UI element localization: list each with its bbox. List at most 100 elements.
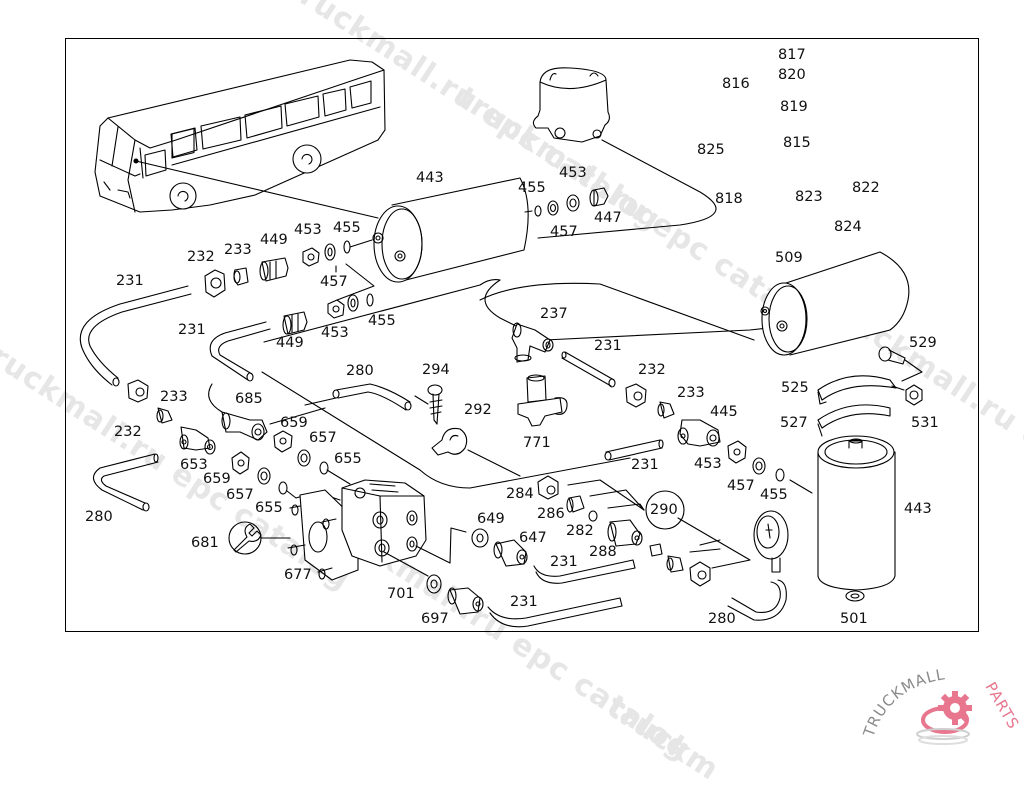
part-number-232[interactable]: 232 — [114, 424, 142, 440]
air-tank-upper — [372, 177, 533, 283]
part-number-231[interactable]: 231 — [550, 554, 578, 570]
gear-icon — [916, 691, 972, 745]
fitting-647 — [493, 539, 528, 567]
part-number-455[interactable]: 455 — [333, 220, 361, 236]
air-tank-lower — [817, 435, 896, 602]
pipe-line — [479, 282, 755, 341]
fittings-447-group — [534, 187, 609, 217]
part-number-697[interactable]: 697 — [421, 611, 449, 627]
part-number-231[interactable]: 231 — [178, 322, 206, 338]
part-number-233[interactable]: 233 — [677, 385, 705, 401]
part-number-815[interactable]: 815 — [783, 135, 811, 151]
part-number-659[interactable]: 659 — [203, 471, 231, 487]
part-number-457[interactable]: 457 — [320, 274, 348, 290]
fittings-449-row-upper — [204, 239, 373, 298]
fittings-449-row-lower — [282, 293, 374, 335]
part-number-529[interactable]: 529 — [909, 335, 937, 351]
part-number-822[interactable]: 822 — [852, 180, 880, 196]
part-number-280[interactable]: 280 — [708, 611, 736, 627]
drain-valve-771 — [517, 374, 568, 427]
part-number-233[interactable]: 233 — [160, 389, 188, 405]
pipe-line — [263, 279, 501, 343]
part-number-525[interactable]: 525 — [781, 380, 809, 396]
pipe-line — [484, 279, 517, 327]
part-number-531[interactable]: 531 — [911, 415, 939, 431]
part-number-817[interactable]: 817 — [778, 47, 806, 63]
part-number-231[interactable]: 231 — [594, 338, 622, 354]
part-number-818[interactable]: 818 — [715, 191, 743, 207]
leader-line — [336, 263, 375, 301]
part-number-527[interactable]: 527 — [780, 415, 808, 431]
strap-527 — [817, 404, 891, 437]
part-number-655[interactable]: 655 — [255, 500, 283, 516]
leader-line — [135, 160, 379, 219]
part-number-816[interactable]: 816 — [722, 76, 750, 92]
part-number-453[interactable]: 453 — [321, 325, 349, 341]
part-number-231[interactable]: 231 — [510, 594, 538, 610]
part-number-653[interactable]: 653 — [180, 457, 208, 473]
part-number-231[interactable]: 231 — [631, 457, 659, 473]
part-number-681[interactable]: 681 — [191, 535, 219, 551]
part-number-819[interactable]: 819 — [780, 99, 808, 115]
part-number-453[interactable]: 453 — [294, 222, 322, 238]
leader-line — [304, 397, 337, 406]
part-number-657[interactable]: 657 — [226, 487, 254, 503]
part-number-677[interactable]: 677 — [284, 567, 312, 583]
strap-525 — [817, 375, 905, 405]
part-number-231[interactable]: 231 — [116, 273, 144, 289]
part-number-825[interactable]: 825 — [697, 142, 725, 158]
part-number-447[interactable]: 447 — [594, 210, 622, 226]
fitting-697 — [447, 587, 484, 615]
part-number-701[interactable]: 701 — [387, 586, 415, 602]
part-number-445[interactable]: 445 — [710, 404, 738, 420]
part-number-659[interactable]: 659 — [280, 415, 308, 431]
part-number-290[interactable]: 290 — [650, 502, 678, 518]
washer-701 — [426, 574, 442, 594]
pressure-gauge — [727, 510, 789, 621]
part-number-509[interactable]: 509 — [775, 250, 803, 266]
part-number-280[interactable]: 280 — [85, 509, 113, 525]
part-number-443[interactable]: 443 — [904, 501, 932, 517]
part-number-449[interactable]: 449 — [260, 232, 288, 248]
wrench-symbol-681 — [228, 521, 291, 555]
part-number-457[interactable]: 457 — [727, 478, 755, 494]
part-number-237[interactable]: 237 — [540, 306, 568, 322]
part-number-286[interactable]: 286 — [537, 506, 565, 522]
logo-word-parts: PARTS — [982, 679, 1023, 732]
bus-illustration — [94, 59, 386, 213]
part-number-453[interactable]: 453 — [559, 165, 587, 181]
part-number-457[interactable]: 457 — [550, 224, 578, 240]
fittings-445-row — [625, 383, 813, 494]
part-number-685[interactable]: 685 — [235, 391, 263, 407]
part-number-280[interactable]: 280 — [346, 363, 374, 379]
part-number-453[interactable]: 453 — [694, 456, 722, 472]
part-number-294[interactable]: 294 — [422, 362, 450, 378]
part-number-282[interactable]: 282 — [566, 523, 594, 539]
part-number-771[interactable]: 771 — [523, 435, 551, 451]
part-number-655[interactable]: 655 — [334, 451, 362, 467]
part-number-232[interactable]: 232 — [187, 249, 215, 265]
part-number-449[interactable]: 449 — [276, 335, 304, 351]
clip-292 — [414, 395, 521, 477]
part-number-284[interactable]: 284 — [506, 486, 534, 502]
part-number-649[interactable]: 649 — [477, 511, 505, 527]
screw-294 — [427, 384, 443, 425]
part-number-501[interactable]: 501 — [840, 611, 868, 627]
part-number-455[interactable]: 455 — [760, 487, 788, 503]
part-number-232[interactable]: 232 — [638, 362, 666, 378]
part-number-823[interactable]: 823 — [795, 189, 823, 205]
part-number-647[interactable]: 647 — [519, 530, 547, 546]
part-number-292[interactable]: 292 — [464, 402, 492, 418]
part-number-455[interactable]: 455 — [368, 313, 396, 329]
part-number-233[interactable]: 233 — [224, 242, 252, 258]
air-tank-509 — [760, 251, 910, 356]
truckmall-parts-logo: TRUCKMALL PARTS — [859, 665, 1023, 745]
part-number-455[interactable]: 455 — [518, 180, 546, 196]
part-number-288[interactable]: 288 — [589, 544, 617, 560]
fitting-group-290 — [537, 475, 751, 587]
part-number-824[interactable]: 824 — [834, 219, 862, 235]
part-number-820[interactable]: 820 — [778, 67, 806, 83]
part-number-657[interactable]: 657 — [309, 430, 337, 446]
part-number-443[interactable]: 443 — [416, 170, 444, 186]
